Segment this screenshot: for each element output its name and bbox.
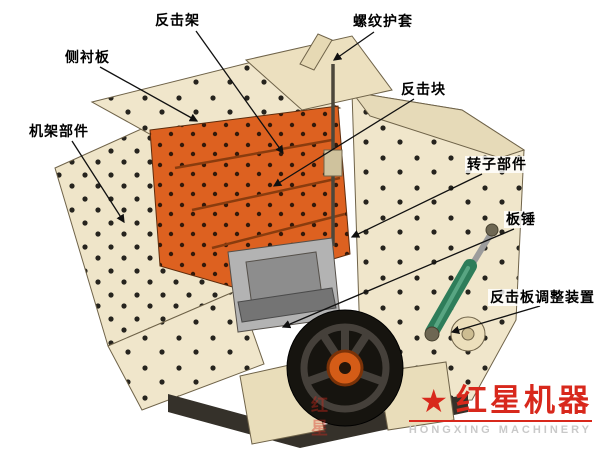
cylinder-highlight (434, 266, 470, 328)
callout-impact-block (272, 98, 415, 187)
brand-watermark: ★ 红星机器 HONGXING MACHINERY (408, 382, 592, 436)
label-impact-frame: 反击架 (153, 12, 202, 29)
callout-blow-bar (281, 228, 515, 329)
liner-step-1 (174, 138, 333, 170)
liner-step-2 (191, 176, 341, 212)
callout-impact-frame (195, 30, 284, 155)
callout-thread-sleeve (332, 31, 375, 61)
rotor-assembly (227, 237, 341, 333)
label-blow-bar: 板锤 (504, 211, 538, 228)
flywheel (286, 309, 404, 427)
top-rod-mount (299, 33, 333, 71)
hydraulic-cylinder (424, 223, 499, 342)
callout-adjuster (450, 305, 541, 335)
right-wall-top-edge (350, 91, 526, 159)
flywheel-axle (339, 362, 351, 374)
flywheel-ring (300, 323, 390, 413)
callout-side-liner (99, 66, 199, 122)
label-rotor-parts: 转子部件 (465, 156, 529, 173)
blow-bar-part (237, 287, 337, 323)
label-adjuster: 反击板调整装置 (488, 289, 597, 306)
brand-vertical-text: 红星 (308, 396, 327, 442)
bearing-cover-center (461, 327, 475, 341)
liner-step-3 (211, 212, 346, 250)
callout-rotor-parts (350, 173, 483, 238)
brand-name-en: HONGXING MACHINERY (408, 420, 592, 436)
callout-lines (71, 30, 541, 335)
cylinder-mount-top (485, 223, 499, 237)
cylinder-mount-bottom (424, 326, 440, 342)
callout-frame-parts (71, 140, 125, 224)
star-icon: ★ (419, 382, 448, 419)
label-thread-sleeve: 螺纹护套 (351, 13, 415, 30)
label-impact-block: 反击块 (399, 81, 448, 98)
label-frame-parts: 机架部件 (27, 123, 91, 140)
lower-left-panel (107, 289, 265, 411)
brand-name: 红星机器 (456, 382, 592, 418)
label-side-liner: 侧衬板 (63, 49, 112, 66)
